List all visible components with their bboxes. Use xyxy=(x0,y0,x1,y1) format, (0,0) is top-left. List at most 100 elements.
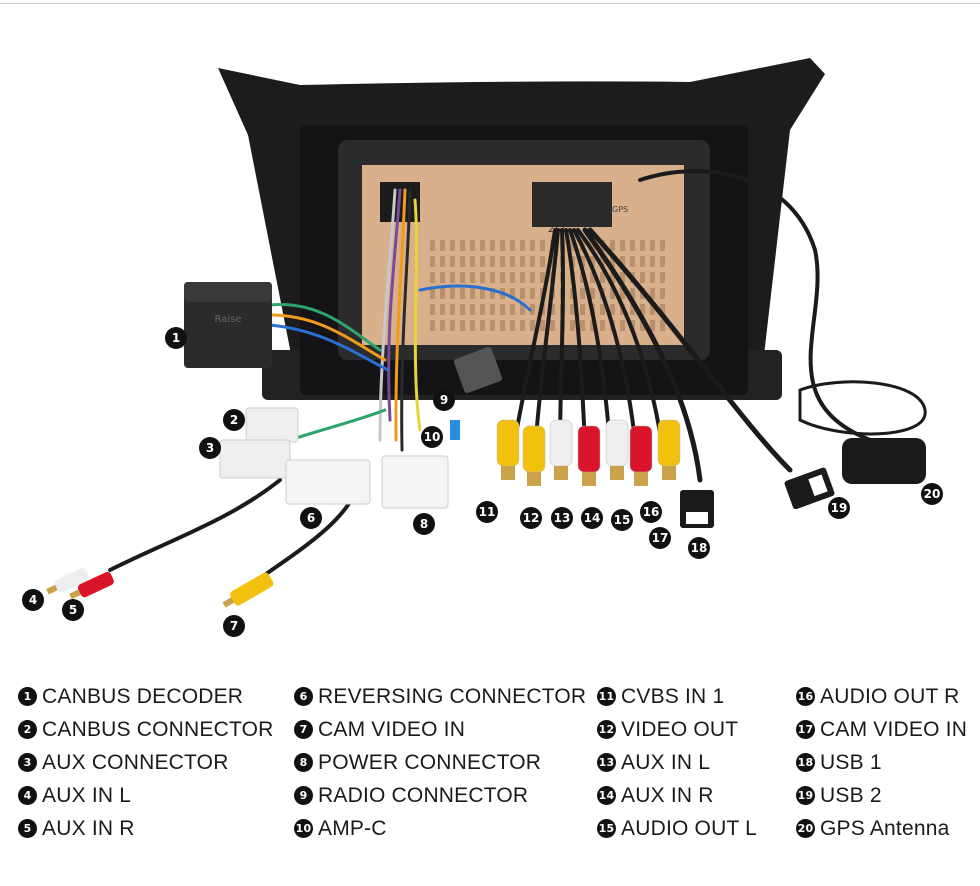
vent-slot xyxy=(490,288,495,299)
badge-number: 14 xyxy=(584,511,601,525)
radio-connector xyxy=(453,347,503,393)
vent-slot xyxy=(460,288,465,299)
vent-slot xyxy=(620,320,625,331)
vent-slot xyxy=(590,256,595,267)
vent-slot xyxy=(460,320,465,331)
legend-number: 9 xyxy=(294,786,313,805)
plug-body xyxy=(522,425,546,473)
vent-slot xyxy=(660,288,665,299)
vent-slot xyxy=(650,304,655,315)
badge-number: 4 xyxy=(29,593,37,607)
callout-badge: 8 xyxy=(413,513,435,535)
badge-circle xyxy=(223,615,245,637)
legend-number: 15 xyxy=(597,819,616,838)
vent-slot xyxy=(660,240,665,251)
vent-slot xyxy=(630,240,635,251)
vent-slot xyxy=(660,320,665,331)
aux-in-l-rca-plug xyxy=(549,419,573,480)
legend-number: 17 xyxy=(796,720,815,739)
badge-circle xyxy=(581,507,603,529)
vent-slot xyxy=(450,304,455,315)
legend-label: AUX IN L xyxy=(621,750,711,774)
vent-slot xyxy=(500,240,505,251)
vent-slot xyxy=(480,288,485,299)
badge-number: 3 xyxy=(206,441,214,455)
cables xyxy=(108,169,927,587)
vent-slot xyxy=(550,320,555,331)
vent-slot xyxy=(660,304,665,315)
vent-slot xyxy=(580,304,585,315)
vent-slot xyxy=(430,304,435,315)
vent-slot xyxy=(630,256,635,267)
vent-slot xyxy=(520,288,525,299)
legend-label: RADIO CONNECTOR xyxy=(318,783,529,807)
legend-number: 14 xyxy=(597,786,616,805)
badge-number: 9 xyxy=(440,393,448,407)
canbus-decoder: Raise xyxy=(184,282,272,368)
legend-label: USB 2 xyxy=(820,783,882,807)
vent-slot xyxy=(480,240,485,251)
callout-badge: 14 xyxy=(581,507,603,529)
vent-slot xyxy=(570,320,575,331)
vent-slot xyxy=(650,288,655,299)
callout-badge: 11 xyxy=(476,501,498,523)
vent-slot xyxy=(520,304,525,315)
vent-slot xyxy=(600,320,605,331)
legend-number: 6 xyxy=(294,687,313,706)
plug-tip xyxy=(634,472,648,486)
callout-badge: 7 xyxy=(223,615,245,637)
legend-number: 7 xyxy=(294,720,313,739)
vent-slot xyxy=(430,320,435,331)
vent-slot xyxy=(460,304,465,315)
vent-slot xyxy=(640,320,645,331)
vent-slot xyxy=(590,272,595,283)
badge-circle xyxy=(62,599,84,621)
plug-tip xyxy=(501,466,515,480)
vent-slot xyxy=(440,256,445,267)
vent-slot xyxy=(500,256,505,267)
legend-number: 11 xyxy=(597,687,616,706)
vent-slot xyxy=(530,240,535,251)
vent-slot xyxy=(520,256,525,267)
vent-slot xyxy=(650,320,655,331)
vent-slot xyxy=(480,272,485,283)
callout-badge: 5 xyxy=(62,599,84,621)
badge-circle xyxy=(300,507,322,529)
vent-slot xyxy=(500,320,505,331)
usb-1-plug xyxy=(680,490,714,528)
vent-slot xyxy=(660,256,665,267)
badge-number: 13 xyxy=(554,511,571,525)
badge-circle xyxy=(199,437,221,459)
vent-slot xyxy=(440,320,445,331)
vent-slot xyxy=(470,288,475,299)
vent-slot xyxy=(540,240,545,251)
vent-slot xyxy=(490,256,495,267)
vent-slot xyxy=(530,288,535,299)
vent-slot xyxy=(490,240,495,251)
callout-badge: 6 xyxy=(300,507,322,529)
badge-circle xyxy=(421,426,443,448)
top-divider xyxy=(0,3,980,4)
aux-in-r-plug xyxy=(69,571,114,600)
vent-slot xyxy=(530,304,535,315)
vent-slot xyxy=(570,304,575,315)
legend-number: 3 xyxy=(18,753,37,772)
badge-circle xyxy=(688,537,710,559)
wiring-diagram: 217 GPS Raise xyxy=(22,58,943,637)
legend-label: CANBUS DECODER xyxy=(42,684,244,708)
badge-circle xyxy=(649,527,671,549)
decoder-brand-label: Raise xyxy=(215,314,242,325)
vent-slot xyxy=(510,256,515,267)
plug-body xyxy=(629,425,653,473)
vent-slot xyxy=(450,240,455,251)
usb-2-plug xyxy=(784,467,835,510)
vent-slot xyxy=(480,304,485,315)
